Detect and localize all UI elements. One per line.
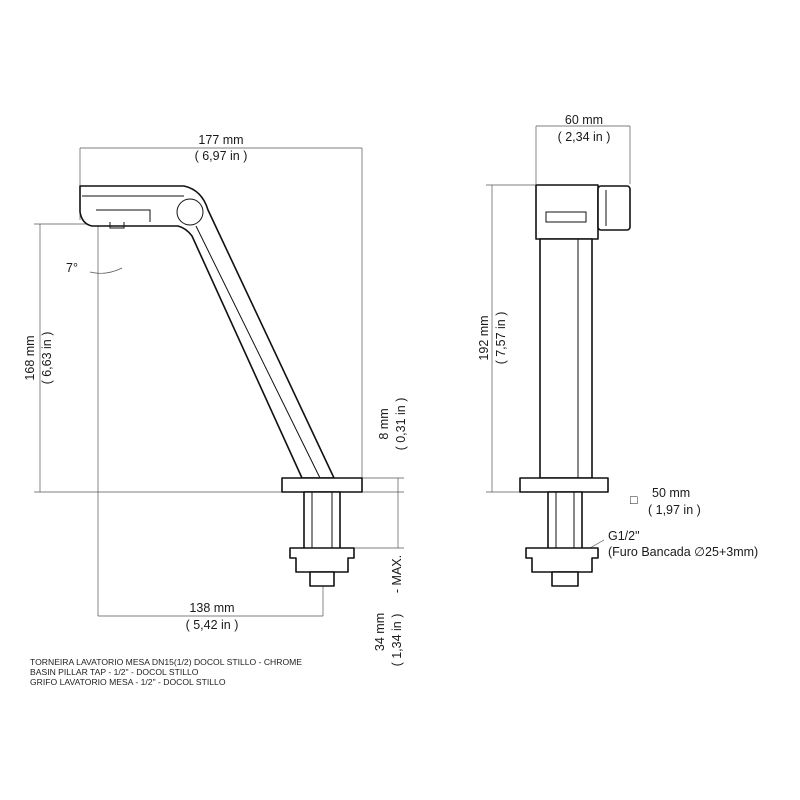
note-line-2: BASIN PILLAR TAP - 1/2" - DOCOL STILLO [30,667,199,677]
dim-base-thickness-in: ( 0,31 in ) [394,398,408,451]
dim-base-square-in: ( 1,97 in ) [648,503,701,517]
dim-total-length-in: ( 6,97 in ) [195,149,248,163]
note-line-3: GRIFO LAVATORIO MESA - 1/2" - DOCOL STIL… [30,677,226,687]
dim-max-counter-in: ( 1,34 in ) [390,614,404,667]
front-view-faucet [486,125,631,587]
dim-width-in: ( 2,34 in ) [558,130,611,144]
dim-max-counter-suffix: - MAX. [390,555,404,593]
dim-thread-label: G1/2" [608,529,640,543]
dim-reach-in: ( 5,42 in ) [186,618,239,632]
dim-height-mm: 168 mm [23,335,37,380]
dim-angle: 7° [66,261,78,275]
dim-height-in: ( 6,63 in ) [40,332,54,385]
front-nut-tip [551,571,579,587]
dim-base-square-mm: 50 mm [652,486,690,500]
product-notes: TORNEIRA LAVATORIO MESA DN15(1/2) DOCOL … [30,657,302,687]
side-nut-tip [309,571,335,587]
front-base-flange [519,477,609,493]
dim-front-height-in: ( 7,57 in ) [494,312,508,365]
front-aerator [545,211,587,223]
dim-base-thickness-mm: 8 mm [377,408,391,439]
dim-front-height-mm: 192 mm [477,315,491,360]
dim-max-counter-mm: 34 mm [373,613,387,651]
side-view-faucet [34,147,404,617]
front-body-column [539,238,593,479]
front-fixing-nut [525,547,599,573]
side-dimension-lines [34,147,404,617]
front-handle-knob [597,185,631,231]
dim-base-square-symbol: □ [630,493,638,507]
side-base-flange [281,477,363,493]
front-dimension-lines [486,125,631,549]
dim-total-length-mm: 177 mm [198,133,243,147]
handle-pivot [176,198,204,226]
side-fixing-nut [289,547,355,573]
spout-body [79,185,335,479]
spout-aerator [96,209,151,229]
dim-thread-hole: (Furo Bancada ∅25+3mm) [608,545,758,559]
dim-reach-mm: 138 mm [189,601,234,615]
spout-inner-line [195,225,321,479]
note-line-1: TORNEIRA LAVATORIO MESA DN15(1/2) DOCOL … [30,657,302,667]
dim-width-mm: 60 mm [565,113,603,127]
